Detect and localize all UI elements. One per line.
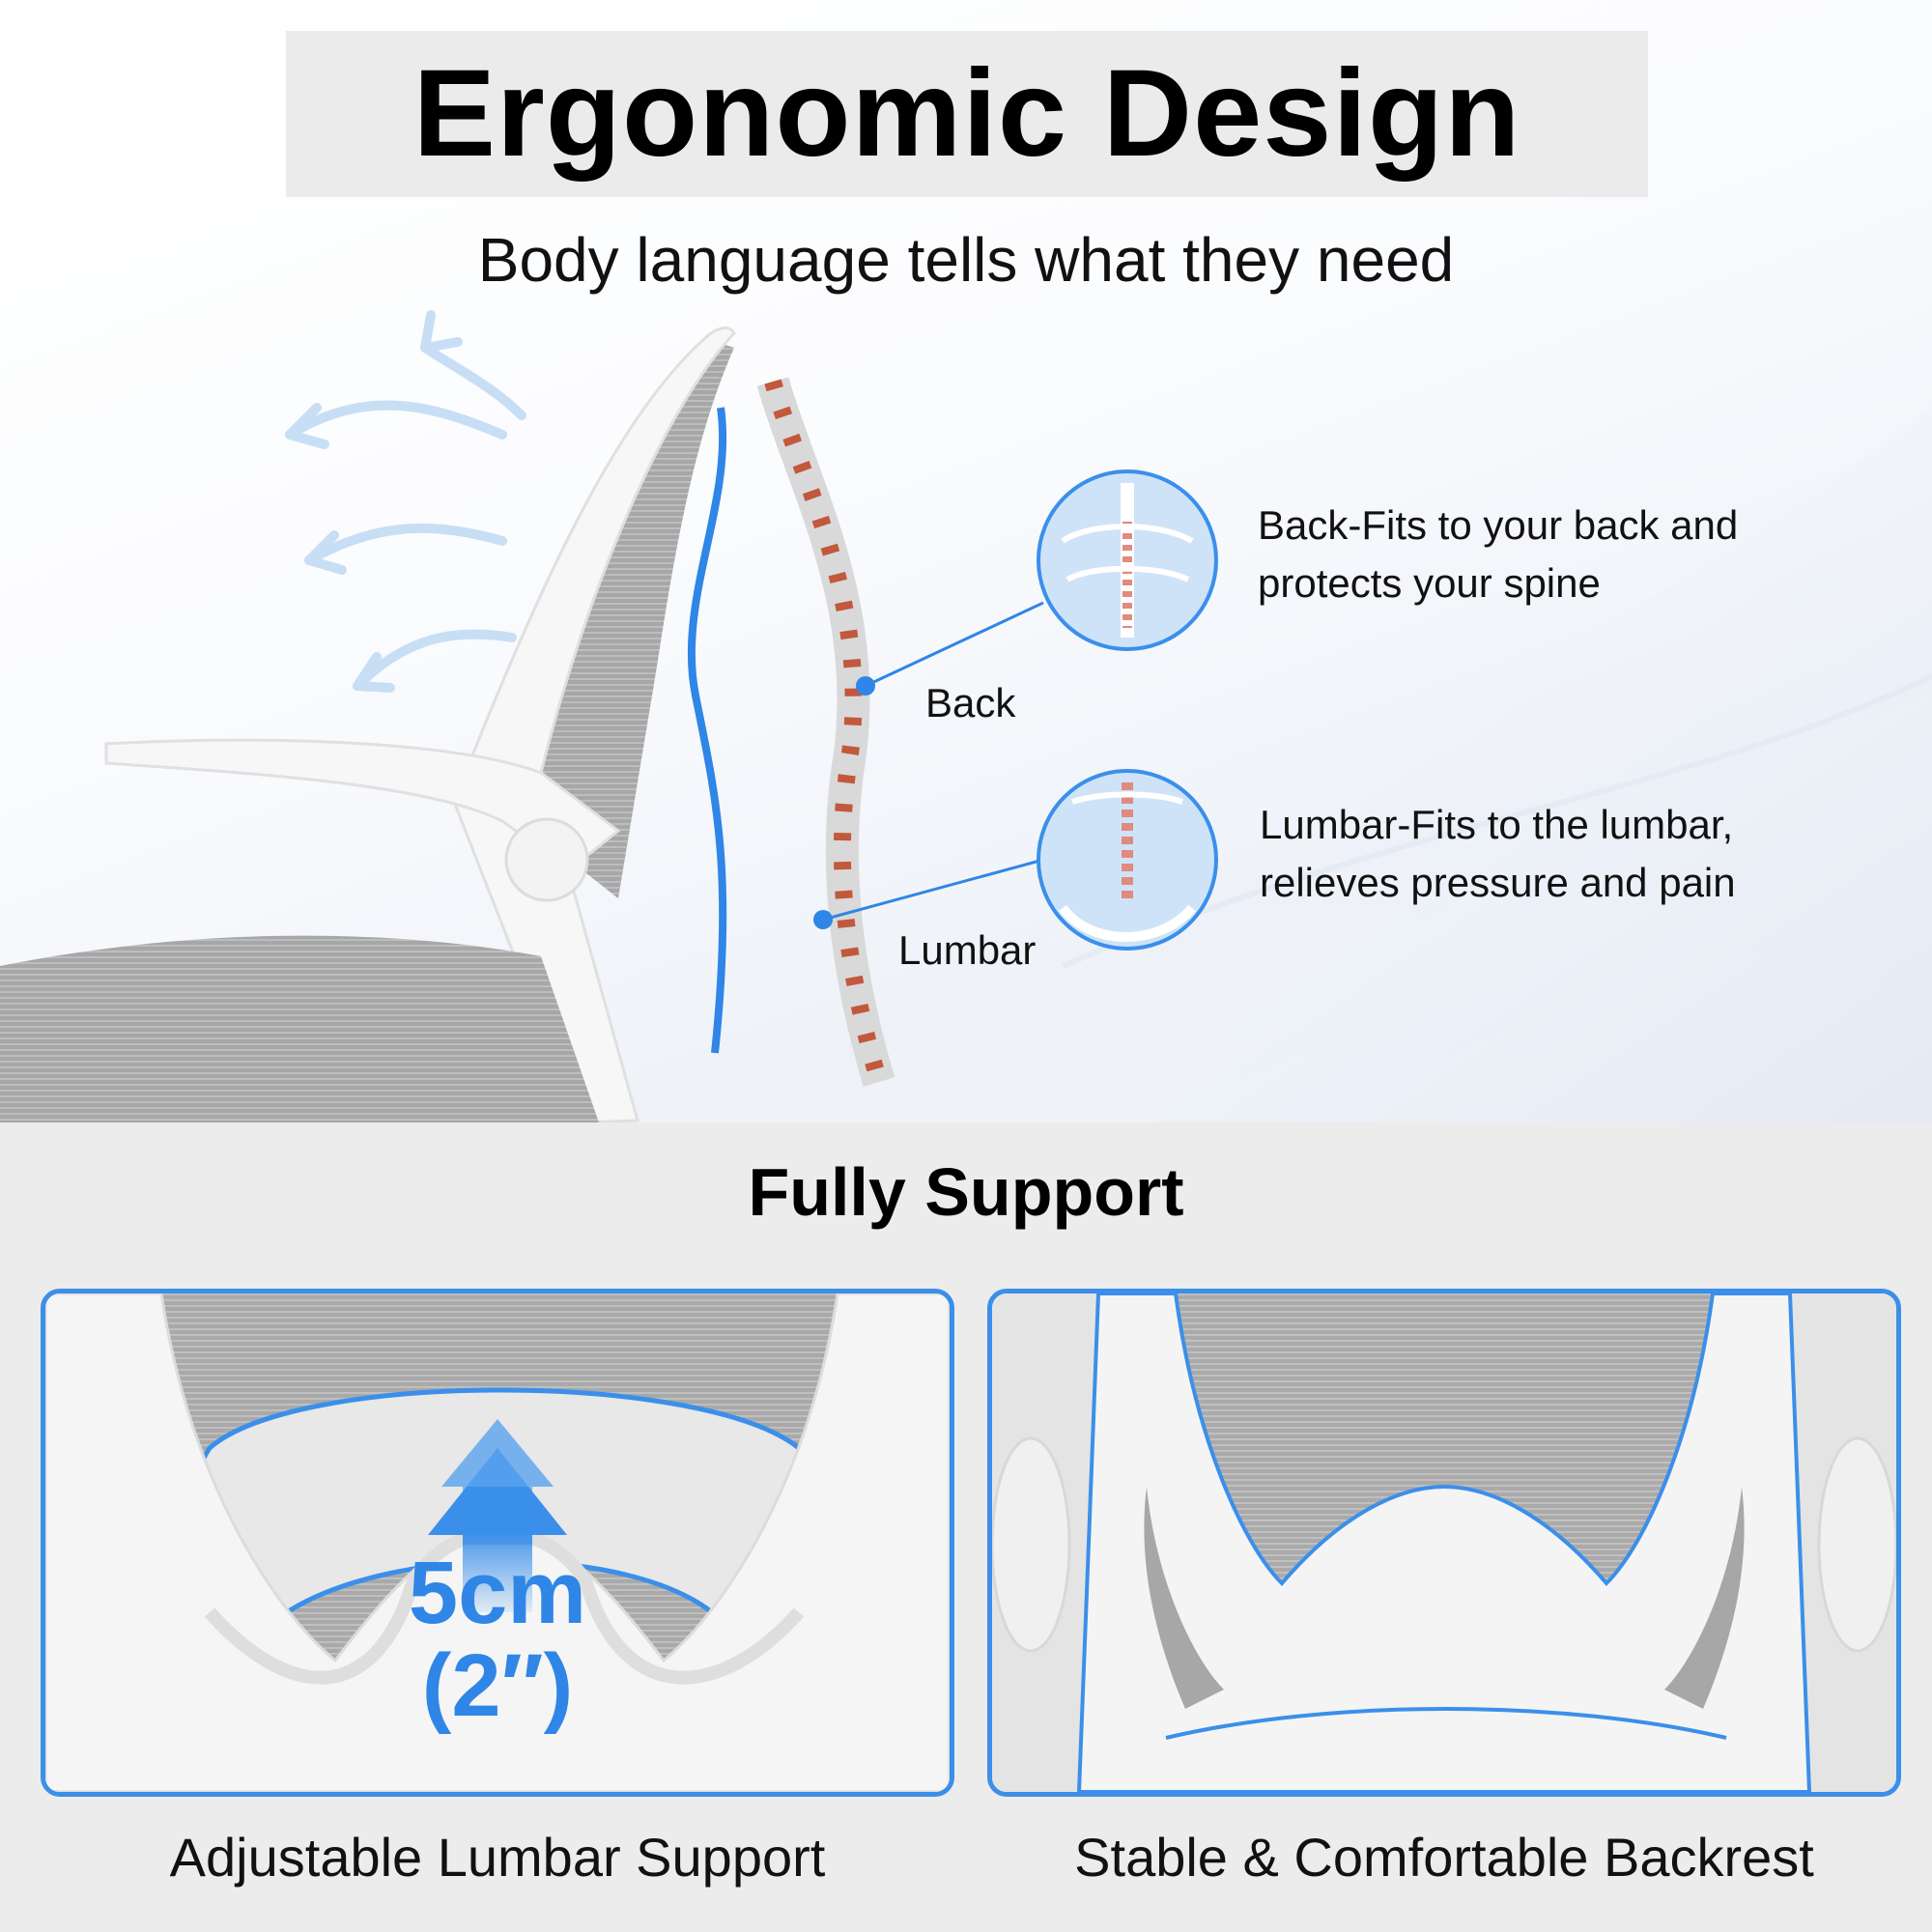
backrest-illustration [992,1293,1896,1792]
measure-imperial: (2″) [421,1636,574,1735]
top-illustration [0,310,1932,1122]
spine-illustration [756,377,895,1087]
title-band [286,31,1648,197]
caption-adjustable-lumbar: Adjustable Lumbar Support [169,1827,826,1888]
callout-lumbar: Lumbar-Fits to the lumbar, relieves pres… [1260,796,1736,912]
spine-curve-line [687,407,727,1054]
background-wave-line [1061,673,1932,969]
callout-lumbar-line-2: relieves pressure and pain [1260,860,1736,905]
chair-frame [452,327,736,1122]
measure-value: 5cm [408,1544,587,1642]
callout-back-line-2: protects your spine [1258,560,1601,606]
section-title: Fully Support [748,1154,1184,1230]
lumbar-leader-line [822,858,1044,922]
chair-armrest [104,738,621,871]
lumbar-point [813,910,833,929]
upper-back-skeleton-icon [1037,469,1218,651]
back-point [856,676,875,696]
callout-back-line-1: Back-Fits to your back and [1258,502,1739,548]
adjust-up-arrow-icon [428,1419,567,1612]
callout-back: Back-Fits to your back and protects your… [1258,497,1738,612]
page-title: Ergonomic Design [412,44,1521,183]
airflow-arrow-icon [285,310,526,693]
armrest-hinge [504,817,589,902]
caption-stable-backrest: Stable & Comfortable Backrest [1074,1827,1814,1888]
backrest-panel [987,1289,1901,1797]
chair-seat-mesh [0,935,599,1122]
spine-label-lumbar: Lumbar [898,927,1037,973]
lumbar-support-panel: 5cm (2″) [41,1289,954,1797]
back-leader-line [865,601,1044,688]
spine-label-back: Back [925,680,1016,725]
lumbar-support-illustration [45,1293,950,1792]
callout-lumbar-line-1: Lumbar-Fits to the lumbar, [1260,802,1734,847]
lower-back-skeleton-icon [1037,769,1218,951]
page-subtitle: Body language tells what they need [477,225,1455,295]
lumbar-adjust-measure: 5cm (2″) [45,1547,950,1732]
